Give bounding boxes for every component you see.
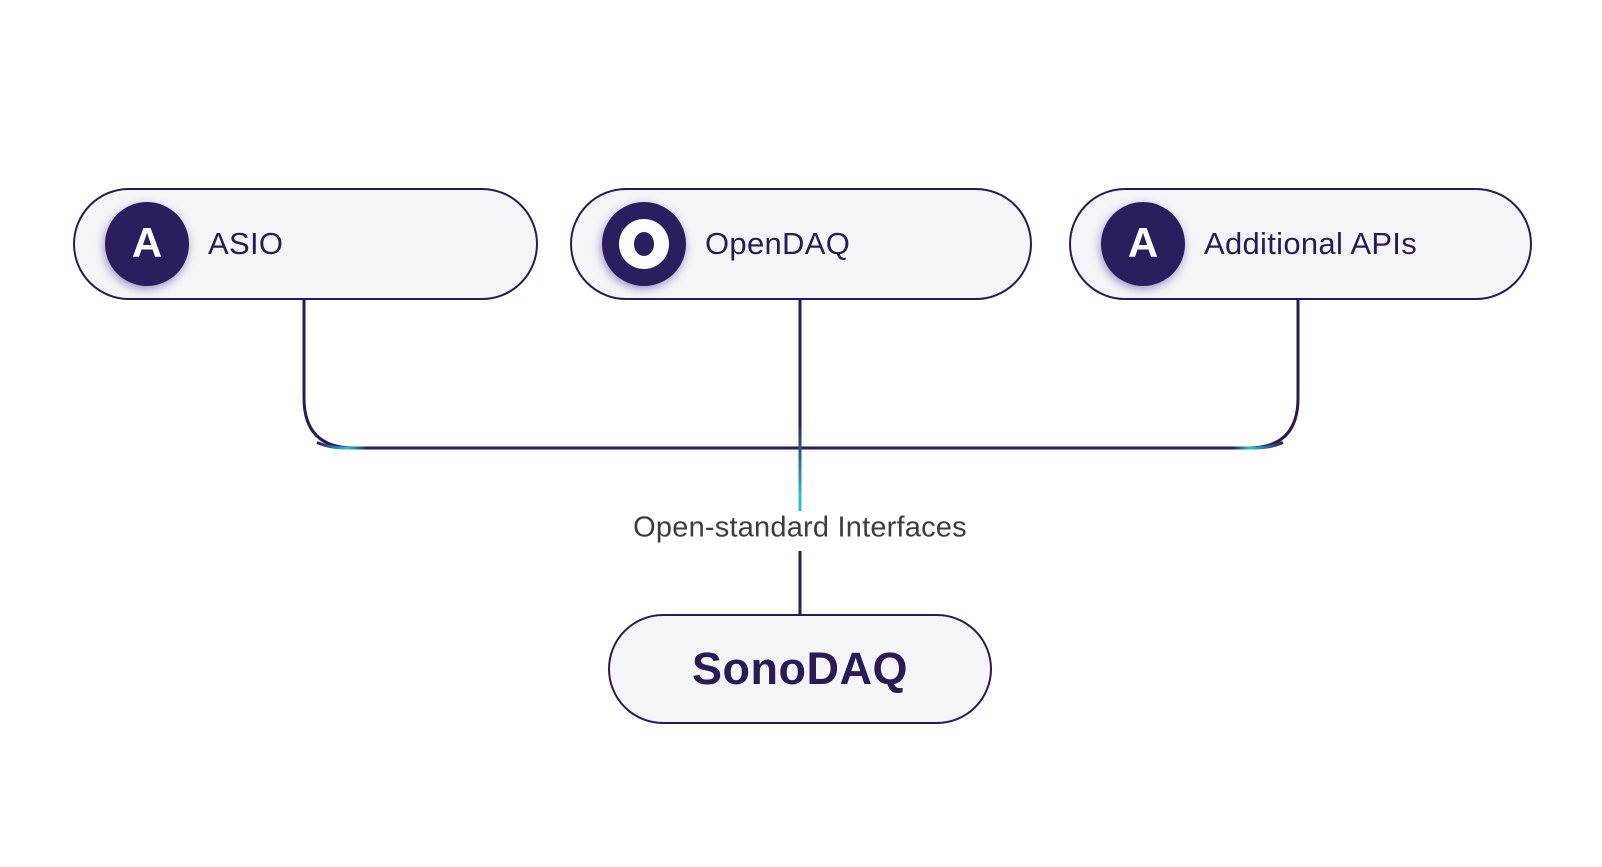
opendaq-logo-o-icon: [619, 219, 669, 269]
left-corner-cyan-accent: [316, 441, 368, 450]
node-asio: A ASIO: [73, 188, 538, 300]
asio-badge-letter: A: [131, 219, 163, 266]
right-corner-cyan-accent: [1232, 441, 1284, 450]
node-additional-apis: A Additional APIs: [1069, 188, 1532, 300]
node-additional-apis-label: Additional APIs: [1204, 226, 1418, 261]
asio-badge-icon: A: [105, 202, 189, 286]
node-sonodaq-label: SonoDAQ: [692, 643, 908, 694]
node-opendaq: OpenDAQ: [570, 188, 1032, 300]
junction-label: Open-standard Interfaces: [627, 511, 973, 545]
additional-apis-badge-letter: A: [1127, 219, 1159, 266]
additional-apis-badge-icon: A: [1101, 202, 1185, 286]
node-asio-label: ASIO: [208, 226, 284, 261]
node-opendaq-label: OpenDAQ: [705, 226, 851, 261]
opendaq-badge-icon: [602, 202, 686, 286]
node-sonodaq: SonoDAQ: [608, 614, 992, 724]
bus-connector-line: [302, 299, 1300, 450]
